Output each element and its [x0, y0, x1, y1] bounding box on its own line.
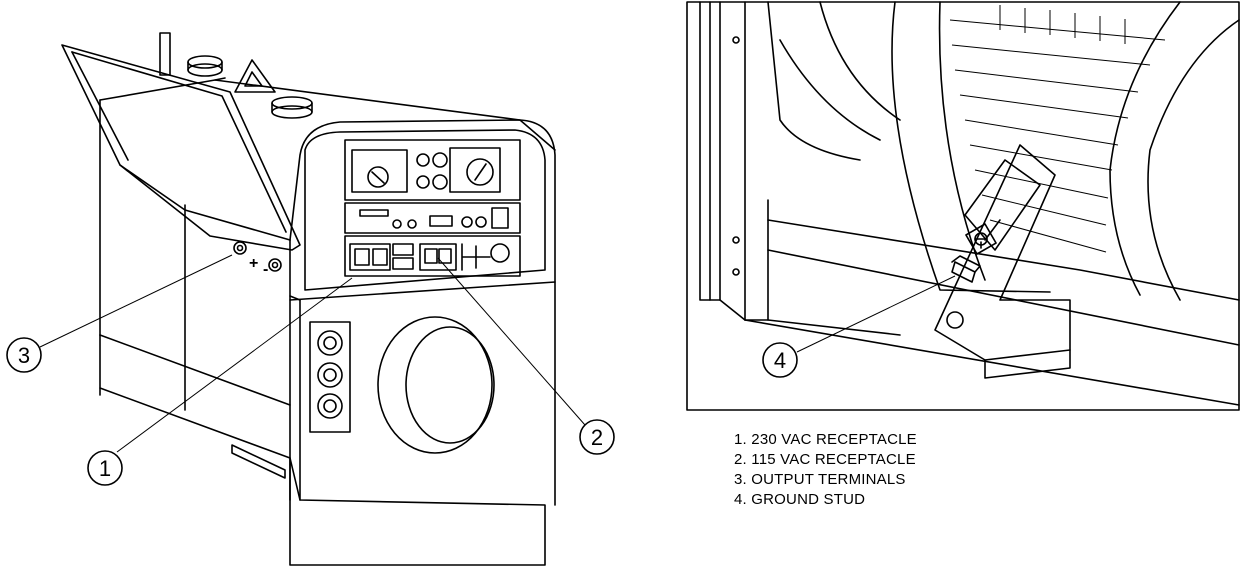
callout-4-number: 4 [774, 348, 786, 373]
callout-4: 4 [762, 275, 956, 378]
legend-item-3: 3. OUTPUT TERMINALS [734, 471, 906, 488]
legend-item-1: 1. 230 VAC RECEPTACLE [734, 431, 917, 448]
terminal-minus-label: - [263, 261, 268, 278]
callout-2-number: 2 [591, 425, 603, 450]
callout-2: 2 [437, 257, 615, 455]
callout-1-number: 1 [99, 456, 111, 481]
generator-illustration: + - [61, 32, 556, 566]
ground-stud-detail-illustration [686, 1, 1240, 411]
callout-3-number: 3 [18, 343, 30, 368]
callout-1: 1 [87, 277, 353, 486]
legend-item-2: 2. 115 VAC RECEPTACLE [734, 451, 916, 468]
callout-3: 3 [6, 254, 233, 373]
parts-legend: 1. 230 VAC RECEPTACLE 2. 115 VAC RECEPTA… [734, 430, 917, 510]
legend-item-4: 4. GROUND STUD [734, 491, 866, 508]
terminal-plus-label: + [249, 255, 258, 272]
